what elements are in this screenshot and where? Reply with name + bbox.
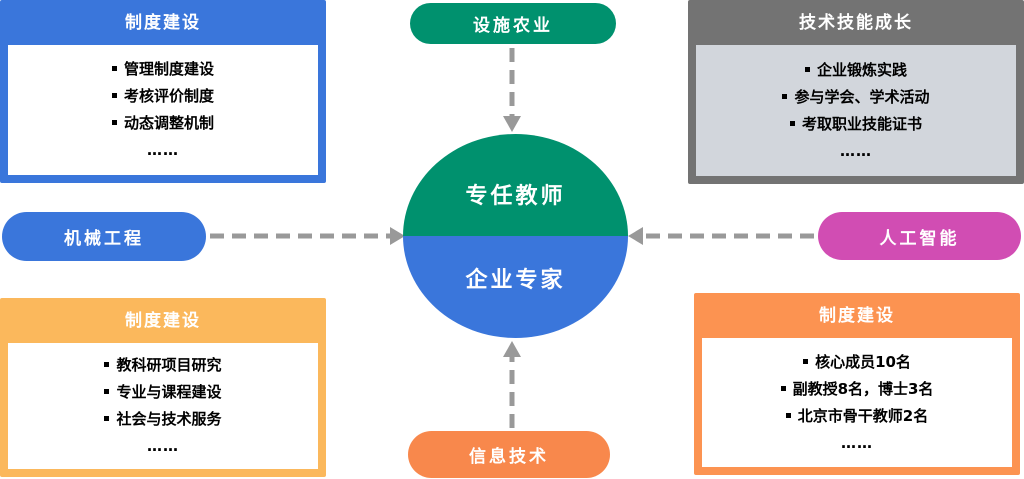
list-item: 社会与技术服务 — [104, 406, 222, 433]
ellipsis: …… — [147, 437, 179, 455]
arrow-right-icon — [628, 227, 814, 245]
list-item: 考取职业技能证书 — [789, 111, 922, 138]
list-item: 企业锻炼实践 — [804, 57, 907, 84]
bullet-icon — [782, 93, 788, 99]
bullet-icon — [104, 362, 110, 367]
pill-label: 信息技术 — [469, 447, 549, 467]
bullet-icon — [803, 358, 809, 364]
info-box-top-right: 技术技能成长 企业锻炼实践 参与学会、学术活动 考取职业技能证书 …… — [688, 0, 1024, 184]
artificial-intelligence-pill: 人工智能 — [818, 212, 1021, 260]
bullet-icon — [111, 93, 117, 98]
list-item: 教科研项目研究 — [104, 352, 222, 379]
arrow-left-icon — [210, 227, 405, 245]
pill-label: 人工智能 — [879, 228, 960, 249]
list-item: 管理制度建设 — [111, 56, 214, 83]
box-title: 技术技能成长 — [799, 12, 913, 33]
list-item: 考核评价制度 — [111, 83, 214, 110]
information-technology-pill: 信息技术 — [408, 431, 610, 478]
bullet-icon — [104, 389, 110, 394]
expert-label: 企业专家 — [465, 268, 566, 293]
arrow-top-icon — [503, 48, 521, 132]
info-box-bottom-right: 制度建设 核心成员10名 副教授8名，博士3名 北京市骨干教师2名 …… — [694, 293, 1020, 475]
arrow-bottom-icon — [503, 341, 521, 428]
facility-agriculture-pill: 设施农业 — [410, 3, 616, 44]
bullet-icon — [789, 120, 795, 126]
ellipsis: …… — [840, 141, 872, 160]
box-body: 教科研项目研究 专业与课程建设 社会与技术服务 …… — [8, 343, 318, 469]
bullet-icon — [111, 66, 117, 71]
pill-label: 设施农业 — [473, 16, 553, 36]
box-body: 管理制度建设 考核评价制度 动态调整机制 …… — [8, 45, 318, 175]
ellipsis: …… — [841, 433, 873, 452]
info-box-top-left: 制度建设 管理制度建设 考核评价制度 动态调整机制 …… — [0, 0, 326, 183]
box-title: 制度建设 — [125, 310, 201, 331]
bullet-icon — [780, 385, 786, 391]
info-box-bottom-left: 制度建设 教科研项目研究 专业与课程建设 社会与技术服务 …… — [0, 298, 326, 477]
list-item: 北京市骨干教师2名 — [785, 403, 928, 430]
box-body: 核心成员10名 副教授8名，博士3名 北京市骨干教师2名 …… — [702, 338, 1012, 467]
box-body: 企业锻炼实践 参与学会、学术活动 考取职业技能证书 …… — [696, 45, 1016, 176]
pill-label: 机械工程 — [64, 229, 144, 249]
bullet-icon — [111, 120, 117, 125]
list-item: 专业与课程建设 — [104, 379, 222, 406]
list-item: 核心成员10名 — [803, 349, 911, 376]
bullet-icon — [804, 66, 810, 72]
ellipsis: …… — [147, 141, 179, 159]
list-item: 副教授8名，博士3名 — [780, 376, 933, 403]
center-circle: 专任教师 企业专家 — [403, 134, 628, 338]
list-item: 参与学会、学术活动 — [782, 84, 930, 111]
list-item: 动态调整机制 — [111, 110, 214, 137]
box-title: 制度建设 — [819, 305, 895, 326]
teacher-half: 专任教师 — [403, 134, 628, 236]
box-title: 制度建设 — [125, 12, 201, 33]
expert-half: 企业专家 — [403, 236, 628, 338]
bullet-icon — [785, 412, 791, 418]
bullet-icon — [104, 416, 110, 421]
mechanical-engineering-pill: 机械工程 — [2, 212, 206, 261]
teacher-label: 专任教师 — [465, 184, 566, 209]
